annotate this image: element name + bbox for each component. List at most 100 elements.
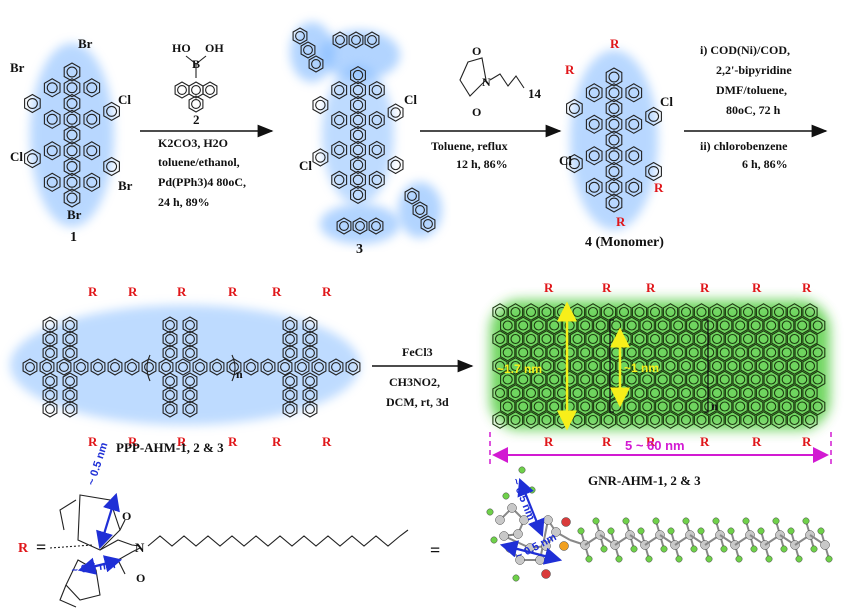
ring xyxy=(670,343,686,362)
ring xyxy=(670,316,686,335)
model-hydrogen xyxy=(502,492,510,500)
ring xyxy=(292,27,308,45)
ring xyxy=(124,358,140,376)
gnr-narrow-width: ~1 nm xyxy=(624,361,659,375)
ring xyxy=(605,177,623,197)
model-equals: = xyxy=(430,540,440,560)
ring xyxy=(678,357,694,375)
ring xyxy=(331,80,348,100)
model-hydrogen xyxy=(518,466,526,474)
c4-r-left: R xyxy=(565,62,575,77)
gnr-r-top: R xyxy=(752,280,762,295)
ring xyxy=(62,316,78,334)
ring xyxy=(732,343,748,362)
ring xyxy=(625,114,643,134)
ring xyxy=(755,384,772,402)
ring xyxy=(492,411,508,429)
ring xyxy=(331,170,348,190)
aromatic-circle xyxy=(735,320,746,331)
ring xyxy=(492,303,508,321)
c4-cl-left: Cl xyxy=(559,153,572,168)
aromatic-circle xyxy=(390,159,401,171)
aromatic-circle xyxy=(285,404,295,414)
aromatic-circle xyxy=(26,153,38,165)
ring xyxy=(724,330,741,348)
ring xyxy=(786,411,803,429)
aromatic-circle xyxy=(657,320,668,331)
polymer-r-top: R xyxy=(88,284,98,299)
model-hydrogen xyxy=(795,555,803,563)
r-group-symbol: R xyxy=(18,541,29,556)
model-hydrogen xyxy=(600,545,608,553)
aromatic-circle xyxy=(727,414,738,426)
aromatic-circle xyxy=(191,99,201,109)
polymer-r-bottom: R xyxy=(322,434,332,449)
aromatic-circle xyxy=(305,404,315,414)
ring xyxy=(794,370,810,389)
gnr-repeat-n: n xyxy=(711,399,718,413)
aromatic-circle xyxy=(696,387,707,399)
aromatic-circle xyxy=(657,374,668,385)
aromatic-circle xyxy=(352,144,364,156)
model-hydrogen xyxy=(592,517,600,525)
aromatic-circle xyxy=(608,181,620,193)
model-hydrogen xyxy=(742,517,750,525)
step-3-condition: ii) chlorobenzene xyxy=(700,139,788,153)
aromatic-circle xyxy=(742,414,754,426)
c1-br-right: Br xyxy=(118,178,133,193)
ring xyxy=(538,357,555,375)
c1-cl-right: Cl xyxy=(118,92,131,107)
ring xyxy=(182,386,198,404)
ring xyxy=(162,344,178,362)
aromatic-circle xyxy=(355,221,365,231)
model-carbon xyxy=(820,540,830,550)
step-4-condition: FeCl3 xyxy=(402,345,433,359)
ring xyxy=(585,384,601,402)
ring xyxy=(810,397,826,416)
polymer-r-top: R xyxy=(177,284,187,299)
aromatic-circle xyxy=(618,414,630,426)
aromatic-circle xyxy=(86,113,98,125)
aromatic-circle xyxy=(66,113,78,125)
ring xyxy=(631,384,648,402)
model-carbon xyxy=(551,527,561,537)
ring xyxy=(368,110,385,130)
ring xyxy=(755,411,772,429)
aromatic-circle xyxy=(502,320,513,331)
aromatic-circle xyxy=(696,306,707,318)
aromatic-circle xyxy=(773,306,785,318)
aromatic-circle xyxy=(518,374,529,385)
gnr-r-top: R xyxy=(646,280,656,295)
ring xyxy=(523,384,539,402)
aromatic-circle xyxy=(541,333,552,345)
aromatic-circle xyxy=(789,414,800,426)
aromatic-circle xyxy=(812,374,823,385)
ring xyxy=(302,344,318,362)
aromatic-circle xyxy=(305,376,315,386)
ring xyxy=(662,384,679,402)
aromatic-circle xyxy=(510,333,521,345)
aromatic-circle xyxy=(45,404,55,414)
ring xyxy=(748,397,764,416)
aromatic-circle xyxy=(311,59,321,69)
aromatic-circle xyxy=(339,221,349,231)
aromatic-circle xyxy=(314,362,324,372)
ring xyxy=(740,357,756,375)
aromatic-circle xyxy=(65,404,75,414)
ring xyxy=(740,384,756,402)
ring xyxy=(693,303,710,321)
aromatic-circle xyxy=(518,401,529,412)
ring xyxy=(531,343,547,362)
ring xyxy=(42,344,58,362)
polymer-r-top: R xyxy=(322,284,332,299)
ring xyxy=(779,343,795,362)
ring xyxy=(593,316,609,335)
ring xyxy=(523,303,539,321)
gnr-r-bottom: R xyxy=(802,434,812,449)
aromatic-circle xyxy=(46,145,58,157)
aromatic-circle xyxy=(804,387,816,399)
ring xyxy=(62,386,78,404)
aromatic-circle xyxy=(688,374,699,385)
aromatic-circle xyxy=(185,376,195,386)
aromatic-circle xyxy=(626,320,637,331)
